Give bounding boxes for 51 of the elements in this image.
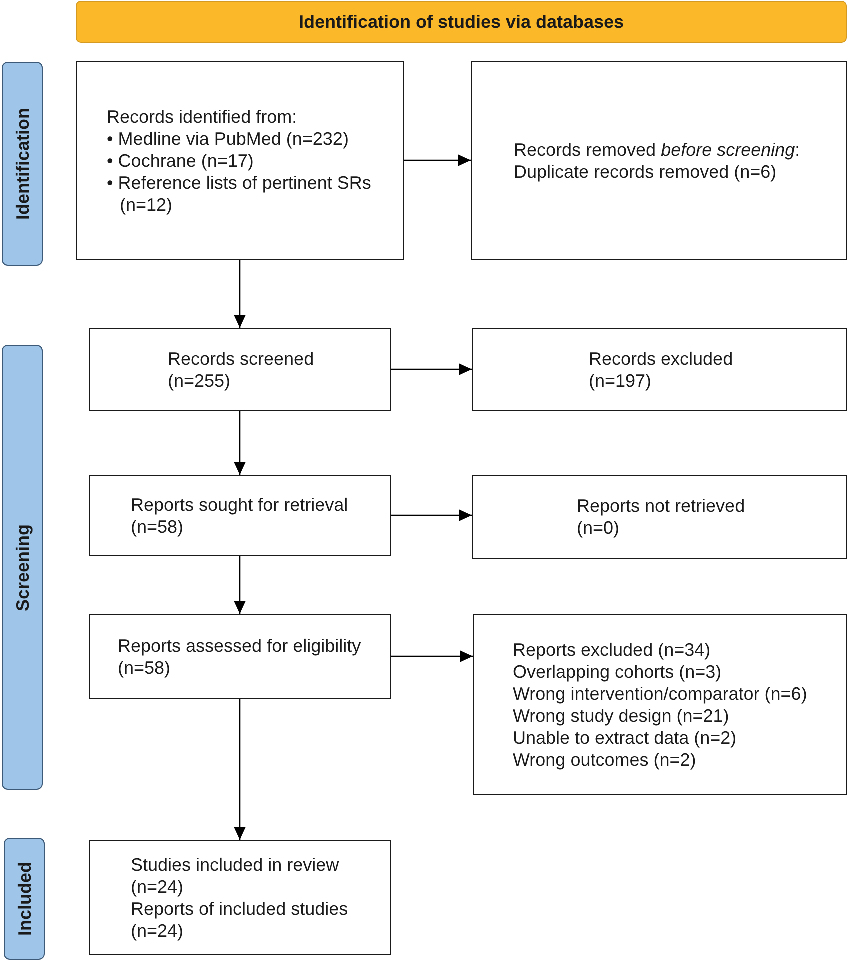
box-text: Wrong intervention/comparator (n=6) xyxy=(513,682,808,704)
process-box xyxy=(76,61,404,260)
arrow xyxy=(391,364,472,376)
box-text: (n=24) xyxy=(131,920,184,942)
arrow xyxy=(391,650,473,662)
box-text: Unable to extract data (n=2) xyxy=(513,726,737,748)
phase-band xyxy=(2,62,43,266)
process-box xyxy=(89,840,391,955)
header-text: Identification of studies via databases xyxy=(298,12,624,32)
box-text: Duplicate records removed (n=6) xyxy=(514,160,777,182)
box-text: Records screened xyxy=(168,348,314,370)
arrow xyxy=(391,510,472,522)
arrow xyxy=(234,260,246,328)
process-box xyxy=(472,475,847,559)
process-box xyxy=(89,328,391,411)
arrow xyxy=(234,699,246,840)
phase-band xyxy=(4,838,45,960)
phase-label: Included xyxy=(14,862,34,936)
box-text: Overlapping cohorts (n=3) xyxy=(513,660,722,682)
arrow xyxy=(404,154,471,166)
box-text: Reports assessed for eligibility xyxy=(118,634,362,656)
phase-label: Identification xyxy=(12,108,32,220)
box-text: Wrong outcomes (n=2) xyxy=(513,748,696,770)
process-box xyxy=(471,61,847,260)
process-box xyxy=(89,475,391,556)
box-text: Reports excluded (n=34) xyxy=(513,638,711,660)
box-text: Records excluded xyxy=(589,348,734,370)
box-text: Reports not retrieved xyxy=(577,495,746,517)
arrow xyxy=(234,556,246,614)
box-text: Reports sought for retrieval xyxy=(131,494,348,516)
box-text: (n=58) xyxy=(131,516,184,538)
phase-band xyxy=(2,345,43,790)
box-text: (n=58) xyxy=(118,656,171,678)
box-text: • Reference lists of pertinent SRs (n=12) xyxy=(107,172,372,216)
box-text: Studies included in review xyxy=(131,854,340,876)
box-text: (n=255) xyxy=(168,370,231,392)
process-box xyxy=(473,614,847,795)
box-text: • Cochrane (n=17) xyxy=(107,150,254,172)
box-text: Records identified from: xyxy=(107,106,298,128)
box-text: Records removed before screening: xyxy=(514,138,800,160)
phase-label: Screening xyxy=(12,524,32,612)
arrow xyxy=(234,411,246,475)
header-band xyxy=(76,1,847,43)
box-text: (n=197) xyxy=(589,370,652,392)
box-text: Wrong study design (n=21) xyxy=(513,704,730,726)
box-text: • Medline via PubMed (n=232) xyxy=(107,128,349,150)
process-box xyxy=(472,328,847,411)
box-text: Reports of included studies xyxy=(131,898,348,920)
process-box xyxy=(89,614,391,699)
box-text: (n=24) xyxy=(131,876,184,898)
box-text: (n=0) xyxy=(577,517,620,539)
